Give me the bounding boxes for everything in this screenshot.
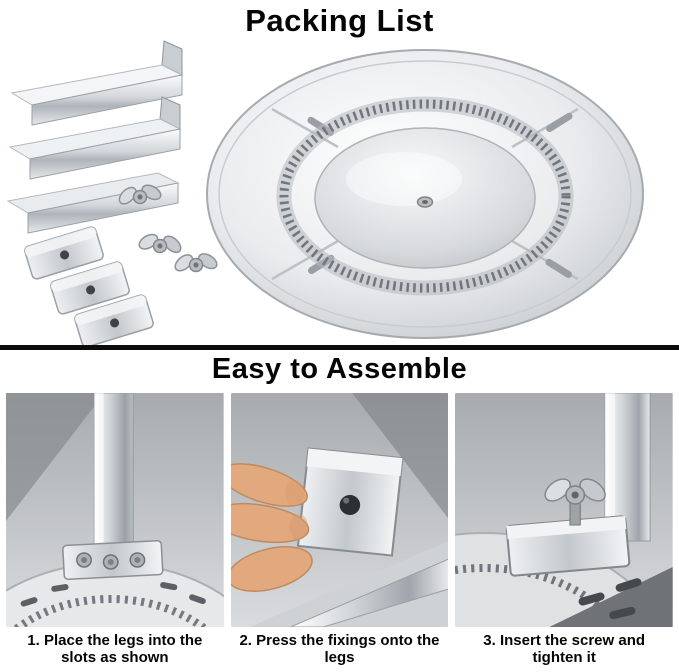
step-2-caption: 2. Press the fixings onto the legs <box>239 632 440 667</box>
step-3-caption: 3. Insert the screw and tighten it <box>483 632 646 667</box>
section-divider <box>0 345 679 350</box>
perforated-ring <box>279 99 571 293</box>
assembly-step-3: 3. Insert the screw and tighten it <box>455 393 673 667</box>
step-2-photo <box>230 393 449 627</box>
packing-list-section: Packing List <box>6 3 644 345</box>
step-1-photo <box>6 393 224 627</box>
leg-slot-bracket <box>62 539 164 581</box>
assembly-step-1: 1. Place the legs into the slots as show… <box>6 393 224 667</box>
support-leg <box>93 393 134 554</box>
support-leg <box>249 541 449 627</box>
step-1-caption: 1. Place the legs into the slots as show… <box>27 632 203 667</box>
wing-nut-screw <box>544 478 607 526</box>
fixing-bracket <box>506 515 631 577</box>
assembly-steps: 1. Place the legs into the slots as show… <box>0 386 679 667</box>
step-3-photo <box>455 393 673 627</box>
wing-nut-screws <box>118 184 218 273</box>
packing-list-title: Packing List <box>245 3 434 38</box>
assembly-section: Easy to Assemble <box>0 350 679 667</box>
fixing-brackets <box>24 226 154 345</box>
hand <box>230 463 313 592</box>
shadow-corner <box>351 393 449 519</box>
burner-cover-plate <box>206 49 644 339</box>
shadow-corner <box>6 393 105 521</box>
assembly-title: Easy to Assemble <box>211 353 468 385</box>
vent-slots <box>549 567 673 627</box>
fixing-bracket <box>296 447 404 557</box>
assembly-step-2: 2. Press the fixings onto the legs <box>230 393 449 667</box>
support-legs <box>6 40 184 234</box>
packing-list-photo <box>6 40 644 345</box>
